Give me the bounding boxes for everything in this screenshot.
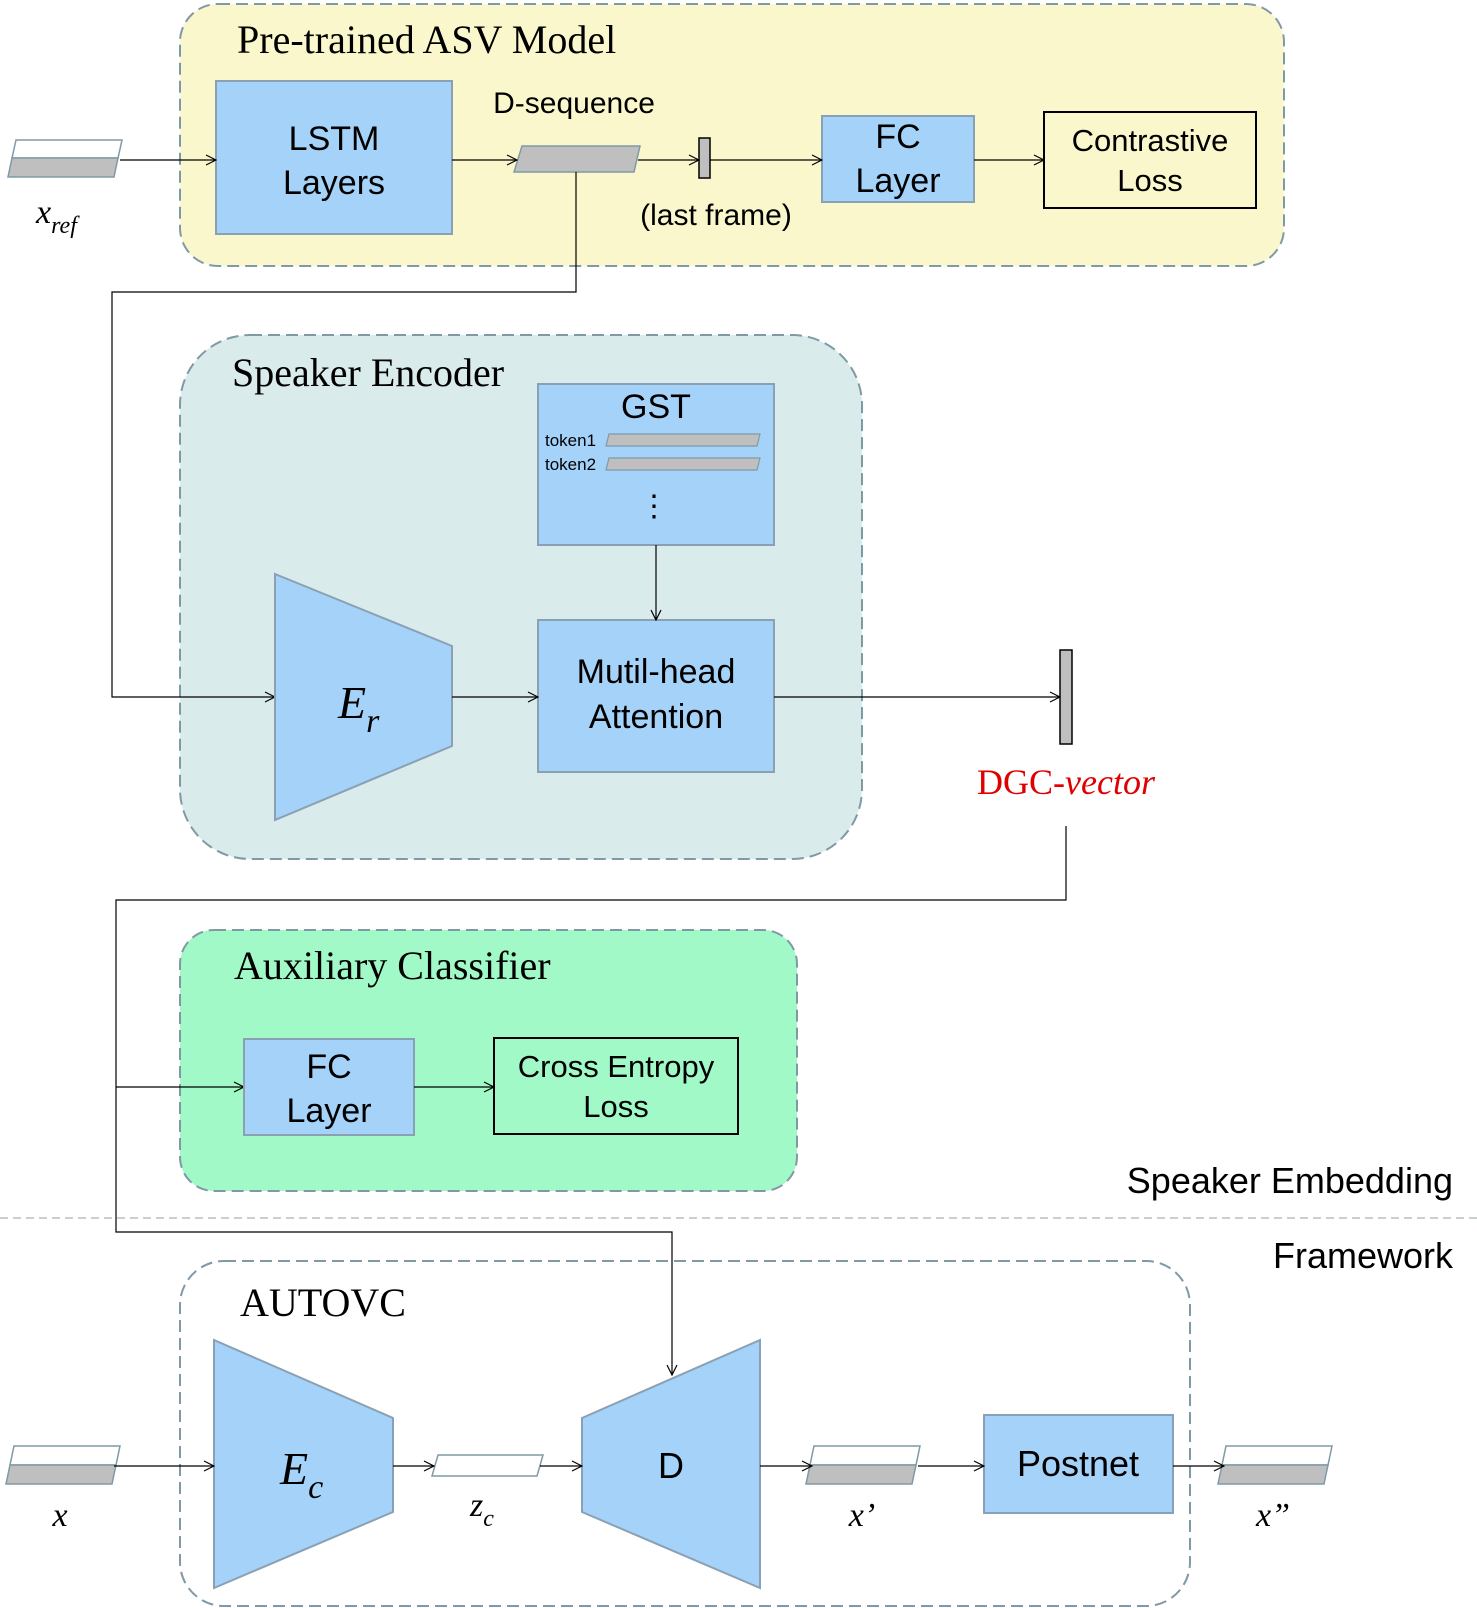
decoder-block — [581, 1338, 761, 1590]
zc-label: zc — [469, 1487, 494, 1532]
speaker-encoder-title: Speaker Encoder — [232, 350, 504, 395]
token2-label: token2 — [545, 455, 596, 474]
aux-fc-layer-block — [243, 1038, 415, 1136]
x-double-prime-feature — [1221, 1445, 1333, 1466]
ec-encoder-block — [213, 1338, 394, 1590]
zc-latent-feature — [431, 1454, 544, 1477]
x-input-feature — [5, 1445, 121, 1485]
asv-group — [179, 3, 1285, 267]
gst-token-ellipsis: ⋮ — [639, 490, 669, 523]
asv-fc-layer-block — [821, 115, 975, 203]
x-prime-feature — [809, 1445, 921, 1466]
token1-label: token1 — [545, 431, 596, 450]
x-ref-label: xref — [35, 194, 80, 239]
connector-dseq-to-er — [111, 172, 577, 697]
x-prime-feature-bottom — [805, 1464, 917, 1485]
x-prime-label: x’ — [848, 1497, 875, 1534]
ec-label: Ec — [279, 1443, 323, 1506]
connector-dgc-to-classifier-and-decoder — [115, 826, 1067, 1375]
auxiliary-classifier-title: Auxiliary Classifier — [234, 943, 551, 988]
gst-label: GST — [621, 388, 691, 426]
section-label-framework: Framework — [1273, 1235, 1454, 1276]
x-double-prime-feature-bottom — [1217, 1464, 1329, 1485]
asv-title: Pre-trained ASV Model — [237, 17, 616, 62]
multi-head-attention-block — [537, 619, 775, 773]
d-sequence-feature — [512, 145, 641, 173]
token2-bar — [605, 457, 761, 471]
section-label-speaker-embedding: Speaker Embedding — [1127, 1160, 1453, 1201]
autovc-title: AUTOVC — [240, 1280, 406, 1325]
token1-bar — [605, 433, 761, 447]
x-ref-input-feature — [7, 139, 123, 178]
d-sequence-label: D-sequence — [493, 87, 655, 120]
dgc-vector-label: DGC-vector — [977, 762, 1156, 802]
postnet-label: Postnet — [1017, 1443, 1139, 1484]
last-frame-vector — [698, 137, 711, 179]
last-frame-label: (last frame) — [640, 199, 792, 232]
dgc-vector-bar — [1059, 649, 1073, 745]
postnet-block — [983, 1414, 1174, 1514]
er-encoder-block — [274, 572, 453, 822]
x-double-prime-label: x” — [1255, 1497, 1290, 1534]
x-label: x — [51, 1497, 67, 1534]
er-label: Er — [337, 677, 380, 740]
decoder-label: D — [658, 1445, 684, 1486]
